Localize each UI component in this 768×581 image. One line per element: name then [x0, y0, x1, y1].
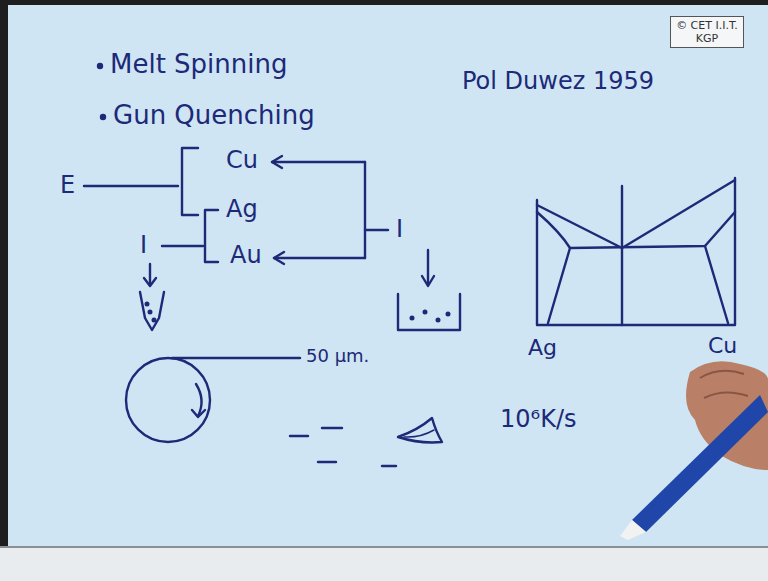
heading-text: Melt Spinning	[110, 50, 288, 79]
axis-label: Cu	[708, 334, 737, 358]
cooling-rate: 10⁶K/s	[500, 406, 577, 432]
group-letter: E	[60, 172, 75, 198]
group-letter: I	[140, 232, 147, 258]
watermark-text: © CET I.I.T. KGP	[675, 19, 739, 45]
hand-and-pen	[620, 361, 768, 540]
element-symbol: Cu	[226, 147, 258, 173]
element-symbol: Au	[230, 242, 262, 268]
element-symbol: Ag	[226, 196, 258, 222]
watermark-box: © CET I.I.T. KGP	[670, 16, 744, 48]
author-note: Pol Duwez 1959	[462, 68, 654, 94]
group-letter: I	[396, 216, 403, 242]
axis-label: Ag	[528, 336, 557, 360]
heading-text: Gun Quenching	[113, 101, 315, 130]
dimension-label: 50 μm.	[306, 346, 369, 366]
